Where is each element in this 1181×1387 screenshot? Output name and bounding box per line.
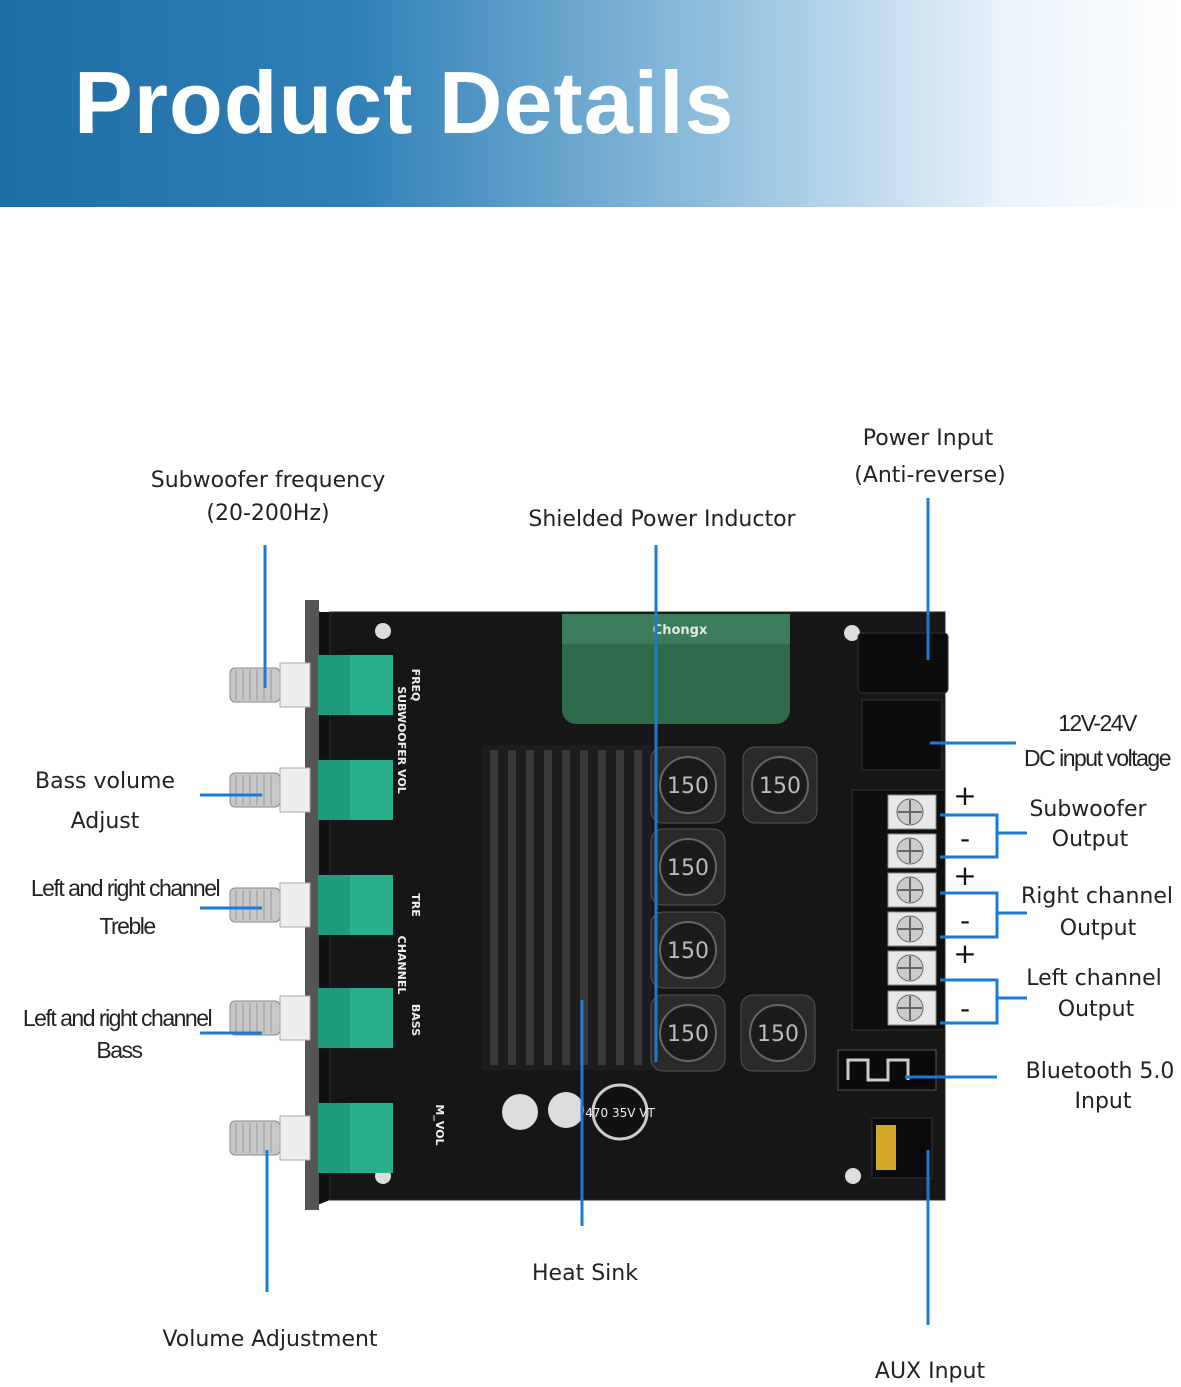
label-subwoofer-output: Subwoofer	[1029, 797, 1147, 822]
knob-silkscreen-label: FREQ	[409, 669, 422, 702]
minus-sign: -	[960, 822, 970, 855]
label-volume: Volume Adjustment	[162, 1327, 377, 1352]
potentiometer-knob[interactable]	[229, 655, 393, 715]
plus-sign: +	[953, 859, 976, 892]
potentiometer-knob[interactable]	[229, 988, 393, 1048]
label-left-output: Left channel	[1026, 966, 1161, 991]
plus-sign: +	[953, 937, 976, 970]
speaker-terminal-block	[851, 789, 946, 1031]
svg-text:Chongx: Chongx	[653, 623, 708, 638]
power-inductor: 150	[650, 746, 726, 824]
dc-terminal	[861, 699, 943, 771]
label-bass: Left and right channel	[23, 1005, 212, 1031]
svg-text:150: 150	[759, 774, 801, 799]
label-aux: AUX Input	[875, 1359, 986, 1384]
label-bluetooth: Bluetooth 5.0	[1026, 1059, 1175, 1084]
svg-text:470 35V VT: 470 35V VT	[585, 1106, 655, 1120]
label-voltage: 12V-24V	[1058, 710, 1138, 736]
minus-sign: -	[960, 992, 970, 1025]
label-left-output-2: Output	[1058, 997, 1135, 1022]
power-inductor: 150	[742, 746, 818, 824]
svg-text:150: 150	[757, 1022, 799, 1047]
svg-text:150: 150	[667, 939, 709, 964]
svg-text:150: 150	[667, 856, 709, 881]
label-right-output-2: Output	[1060, 916, 1137, 941]
knob-silkscreen-label: M_VOL	[433, 1104, 446, 1145]
heat-sink-fin	[616, 750, 624, 1065]
label-treble-2: Treble	[99, 913, 155, 939]
label-anti-reverse: (Anti-reverse)	[854, 463, 1006, 488]
potentiometer-knob[interactable]	[229, 1103, 393, 1173]
capacitor-470	[591, 1083, 649, 1141]
heat-sink-fin	[526, 750, 534, 1065]
minus-sign: -	[960, 904, 970, 937]
power-inductor: 150	[650, 911, 726, 989]
terminal-screw[interactable]	[887, 911, 937, 947]
label-treble: Left and right channel	[31, 875, 220, 901]
heat-sink-fin	[562, 750, 570, 1065]
heat-sink-fin	[580, 750, 588, 1065]
label-bass-volume: Bass volume	[35, 769, 175, 794]
heat-sink-fin	[634, 750, 642, 1065]
power-inductor: 150	[740, 994, 816, 1072]
main-capacitor: Chongx	[562, 614, 790, 724]
heat-sink-fin	[598, 750, 606, 1065]
svg-text:150: 150	[667, 1022, 709, 1047]
callout-lines	[200, 498, 1027, 1325]
potentiometer-knob[interactable]	[229, 875, 393, 935]
power-jack	[857, 632, 949, 694]
label-bluetooth-2: Input	[1075, 1089, 1132, 1114]
power-inductor: 150	[650, 994, 726, 1072]
label-subwoofer-output-2: Output	[1052, 827, 1129, 852]
knob-silkscreen-label: SUBWOOFER VOL	[395, 686, 408, 793]
heat-sink-fin	[490, 750, 498, 1065]
label-right-output: Right channel	[1021, 884, 1173, 909]
page-title: Product Details	[74, 53, 735, 152]
label-dc-input: DC input voltage	[1024, 745, 1171, 771]
knob-silkscreen-label: BASS	[409, 1004, 422, 1036]
label-heat-sink: Heat Sink	[532, 1261, 638, 1286]
label-bass-2: Bass	[96, 1037, 142, 1063]
heat-sink	[482, 745, 652, 1070]
label-subwoofer-frequency-range: (20-200Hz)	[206, 501, 329, 526]
header-banner	[0, 0, 1181, 207]
svg-text:150: 150	[667, 774, 709, 799]
plus-sign: +	[953, 779, 976, 812]
label-power-input: Power Input	[863, 426, 994, 451]
knob-silkscreen-label: CHANNEL	[395, 936, 408, 995]
knob-silkscreen-label: TRE	[409, 893, 422, 917]
label-bass-volume-2: Adjust	[71, 809, 140, 834]
label-shielded-inductor: Shielded Power Inductor	[528, 507, 796, 532]
terminal-screw[interactable]	[887, 833, 937, 869]
terminal-screw[interactable]	[887, 990, 937, 1026]
potentiometer-knob[interactable]	[229, 760, 393, 820]
heat-sink-fin	[544, 750, 552, 1065]
label-subwoofer-frequency: Subwoofer frequency	[151, 468, 385, 493]
terminal-screw[interactable]	[887, 950, 937, 986]
heat-sink-fin	[508, 750, 516, 1065]
terminal-screw[interactable]	[887, 872, 937, 908]
terminal-screw[interactable]	[887, 794, 937, 830]
power-inductor: 150	[650, 828, 726, 906]
